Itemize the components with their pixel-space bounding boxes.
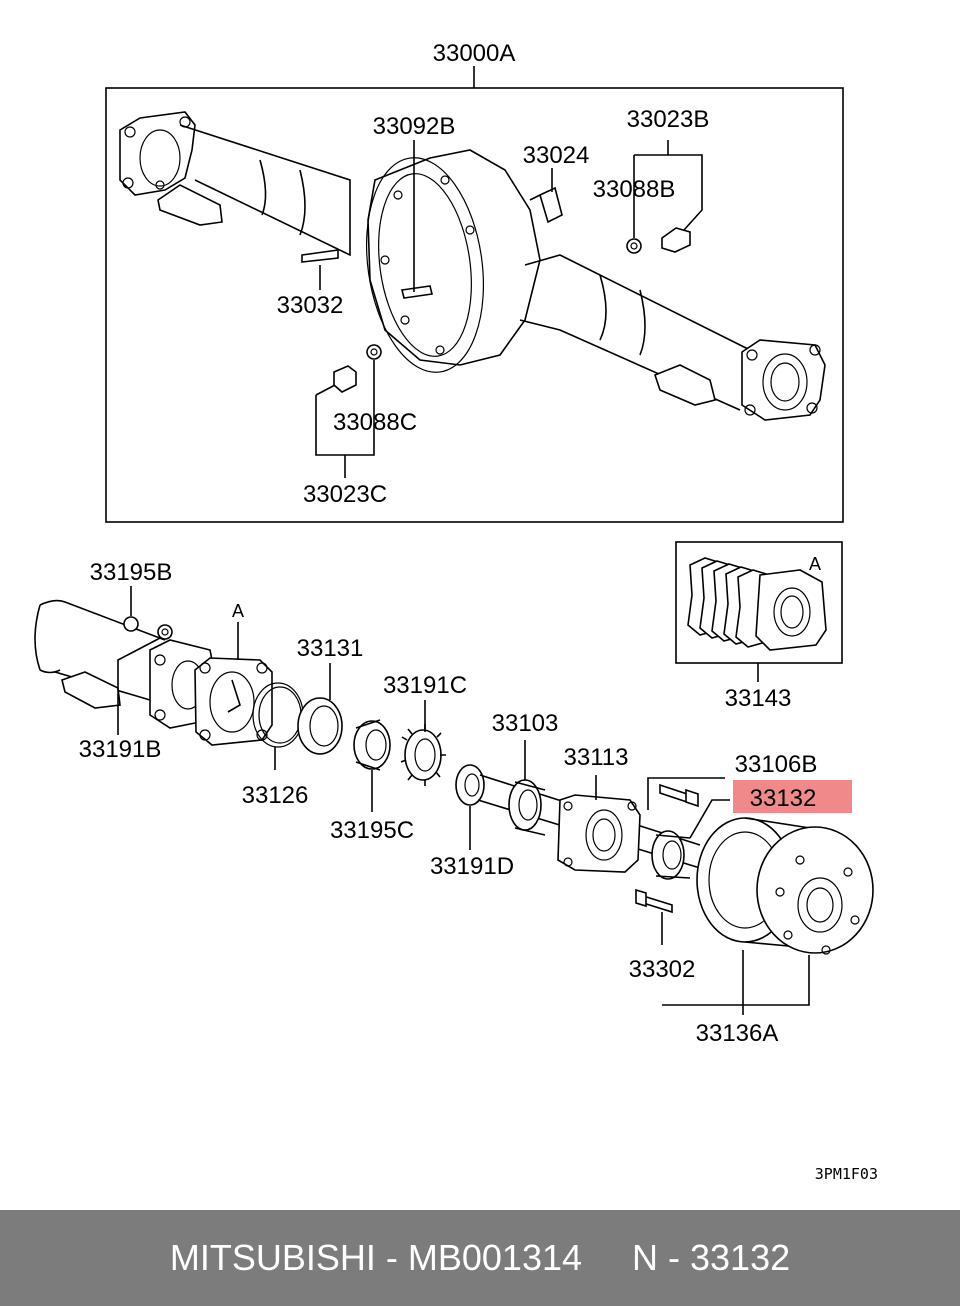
label-33088b: 33088B (593, 176, 676, 203)
label-33106b: 33106B (735, 751, 818, 778)
label-ref-a-plate: A (232, 601, 244, 621)
label-33195b: 33195B (90, 559, 173, 586)
part-number-text: MITSUBISHI - MB001314 N - 33132 (169, 1237, 791, 1278)
brake-backing-plate-drawing (194, 657, 273, 746)
label-33092b: 33092B (373, 113, 456, 140)
label-ref-a-shim: A (809, 554, 821, 574)
label-33103: 33103 (492, 710, 559, 737)
label-33088c: 33088C (333, 409, 417, 436)
shim-set-drawing (687, 557, 827, 651)
label-33032: 33032 (277, 292, 344, 319)
hub-drawing (696, 817, 874, 955)
parts-diagram: 33000A 33092B 33023B 33024 33088B 33032 … (34, 40, 878, 1183)
lock-washer-drawing (400, 724, 446, 786)
shim-set-frame (675, 541, 843, 664)
label-33191b: 33191B (79, 736, 162, 763)
label-33195c: 33195C (330, 817, 414, 844)
label-33302: 33302 (629, 956, 696, 983)
label-33023c: 33023C (303, 481, 387, 508)
label-33191c: 33191C (383, 672, 467, 699)
highlight-box-33132 (733, 780, 852, 813)
label-33024: 33024 (523, 142, 590, 169)
drawing-code: 3PM1F03 (815, 1165, 878, 1183)
label-33191d: 33191D (430, 853, 514, 880)
axle-housing-drawing (119, 111, 826, 421)
label-33143: 33143 (725, 685, 792, 712)
bearing-drawing (353, 719, 391, 771)
label-33126: 33126 (242, 782, 309, 809)
label-33023b: 33023B (627, 106, 710, 133)
label-33131: 33131 (297, 635, 364, 662)
bearing-case-drawing (557, 794, 641, 873)
label-33113: 33113 (564, 744, 629, 771)
label-33000a: 33000A (433, 40, 516, 67)
label-33136a: 33136A (696, 1020, 779, 1047)
retainer-ring-drawing (651, 830, 691, 880)
part-info-footer: MITSUBISHI - MB001314 N - 33132 (0, 1210, 960, 1306)
label-33132-highlighted: 33132 (750, 785, 817, 812)
